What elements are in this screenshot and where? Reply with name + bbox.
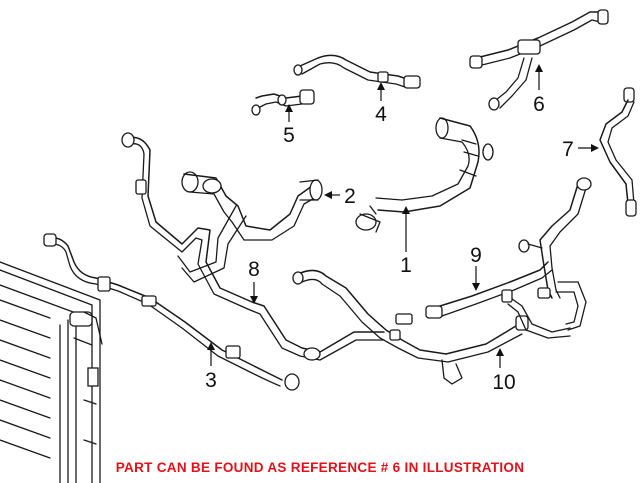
hose-part-2 [177, 171, 323, 283]
callout-2: 2 [324, 185, 356, 208]
hose-part-8 [121, 132, 385, 361]
hose-part-5 [251, 89, 315, 116]
callout-label-5: 5 [283, 124, 295, 147]
hose-part-9 [425, 177, 592, 331]
callout-3: 3 [205, 342, 217, 392]
callout-4: 4 [375, 82, 387, 126]
callout-label-3: 3 [205, 369, 217, 392]
callout-8: 8 [248, 258, 260, 304]
callout-7: 7 [562, 138, 599, 161]
callout-label-8: 8 [248, 258, 260, 281]
callout-label-4: 4 [375, 103, 387, 126]
hose-part-3 [43, 233, 300, 391]
callout-label-6: 6 [533, 93, 545, 116]
callout-1: 1 [400, 206, 412, 277]
reference-note: PART CAN BE FOUND AS REFERENCE # 6 IN IL… [115, 460, 525, 475]
callout-5: 5 [283, 104, 295, 147]
callout-10: 10 [492, 348, 516, 394]
hose-part-6 [469, 9, 609, 111]
callout-label-1: 1 [400, 254, 412, 277]
callout-6: 6 [533, 64, 545, 116]
hose-part-1 [355, 117, 494, 233]
callout-label-7: 7 [562, 138, 574, 161]
callout-9: 9 [470, 244, 482, 291]
callout-label-9: 9 [470, 244, 482, 267]
hose-part-7 [599, 87, 637, 217]
callout-label-10: 10 [492, 371, 515, 394]
callout-label-2: 2 [344, 185, 356, 208]
hose-part-10 [292, 269, 571, 385]
radiator-drawing [0, 261, 103, 483]
hose-part-4 [293, 54, 421, 89]
